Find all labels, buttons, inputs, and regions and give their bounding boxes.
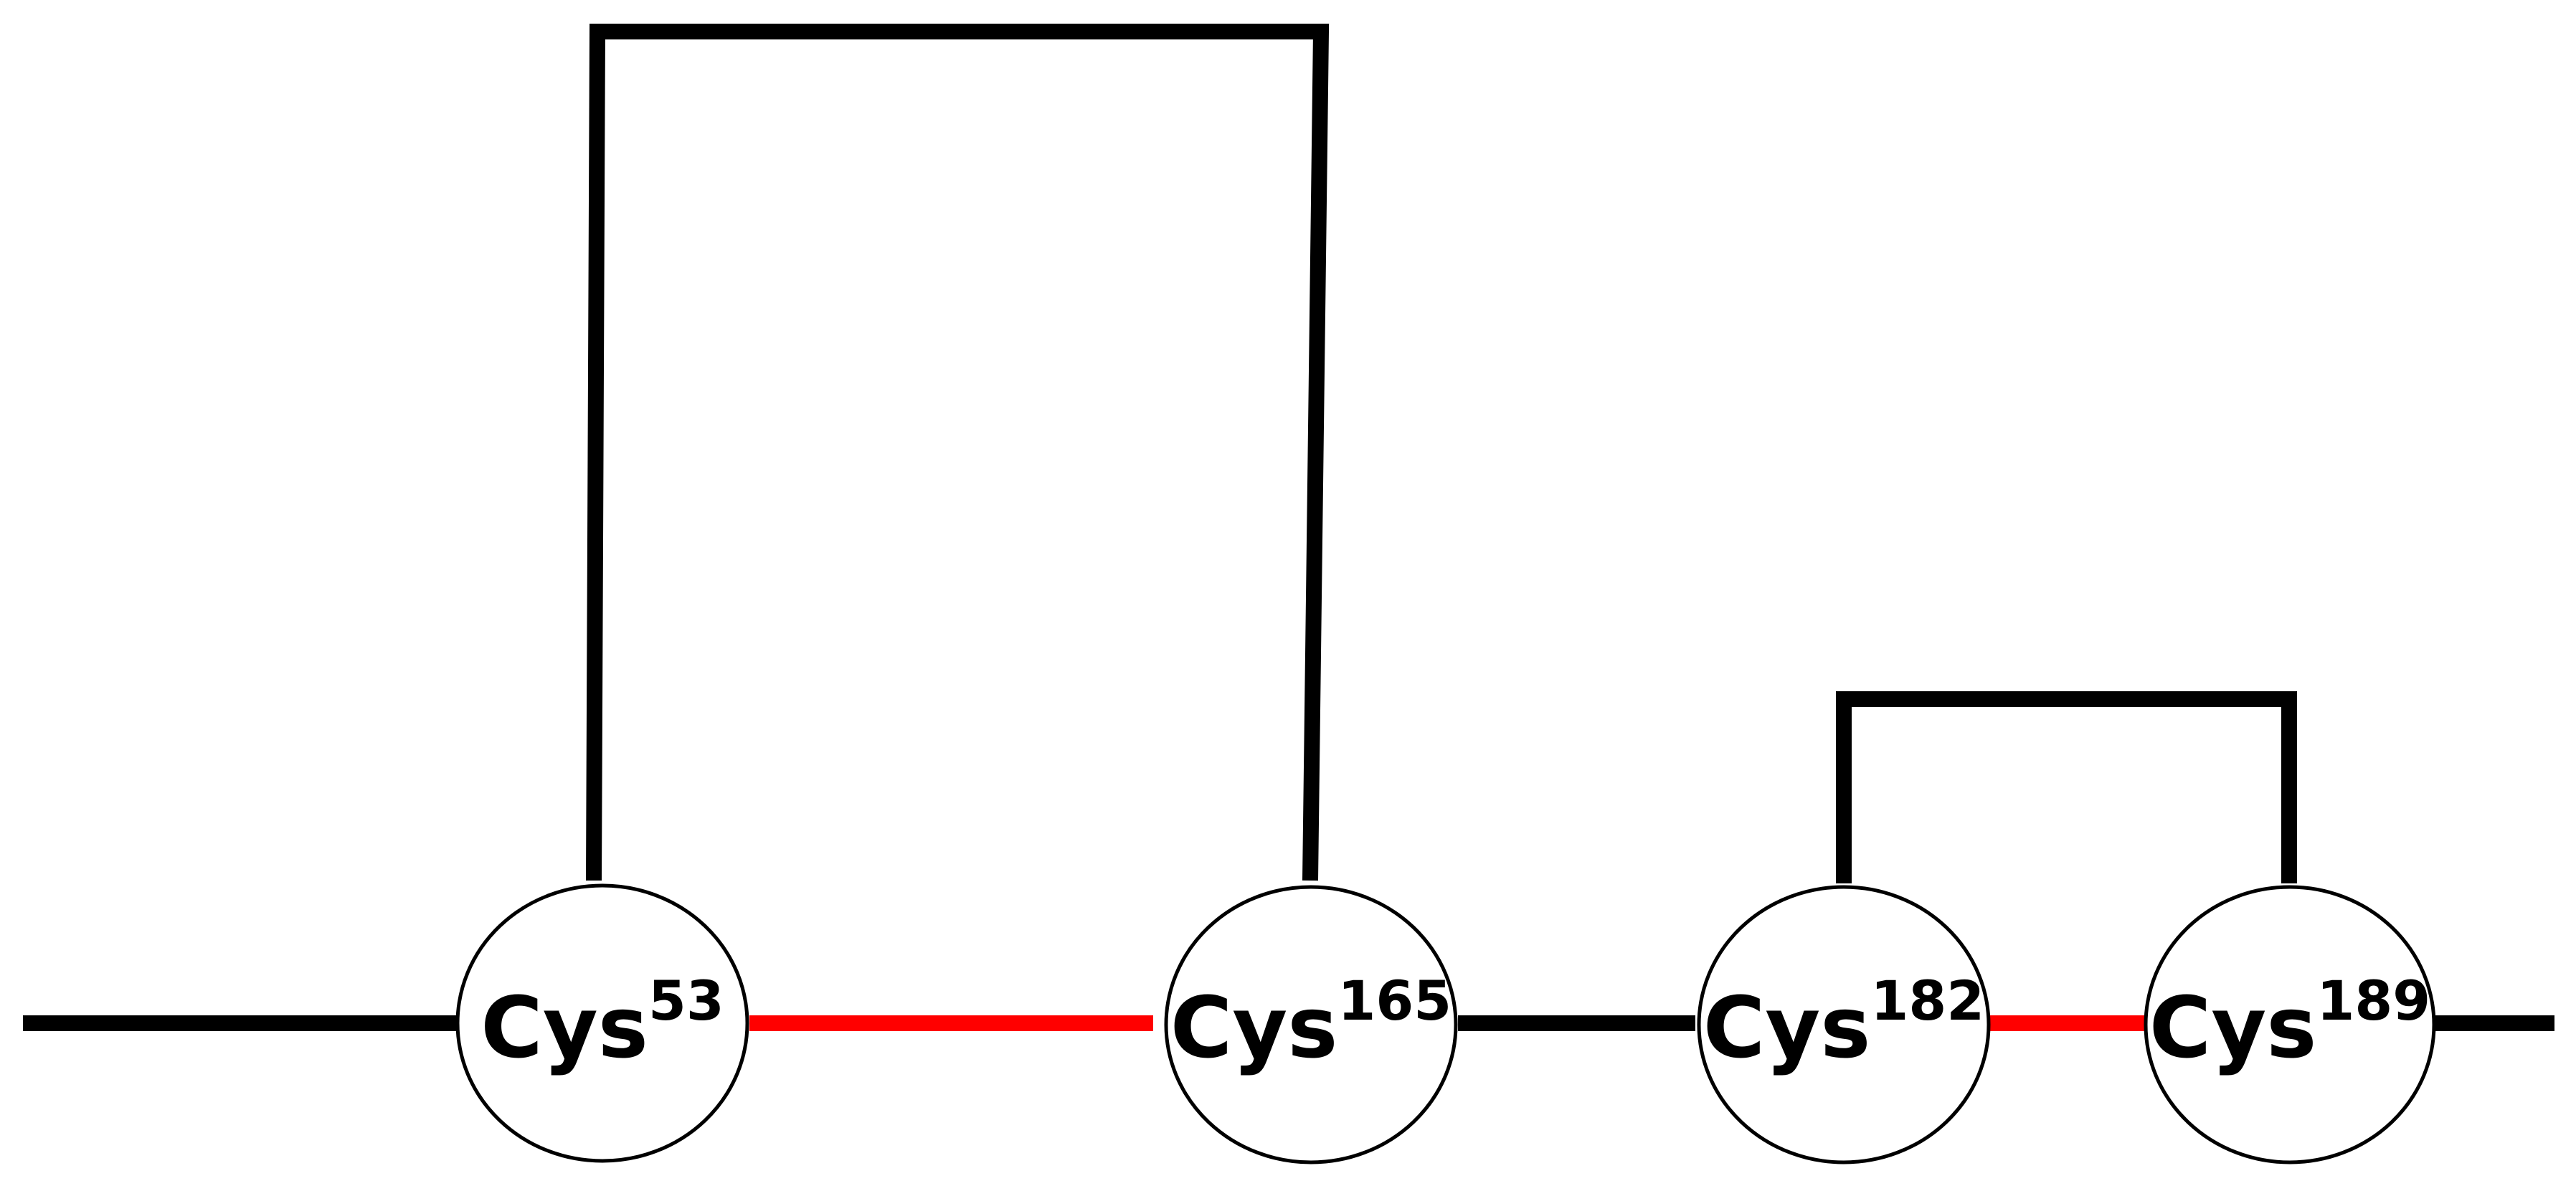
cys53-circle	[455, 883, 749, 1163]
cys182-superscript: 182	[1871, 969, 1985, 1033]
cys53-superscript: 53	[648, 969, 724, 1033]
cys189-superscript: 189	[2317, 969, 2431, 1033]
bridge-cys53-cys165	[586, 24, 1330, 881]
cys165-main-text: Cys	[1170, 978, 1338, 1077]
disulfide-bridges	[586, 24, 2297, 883]
cys165-superscript: 165	[1338, 969, 1452, 1033]
cys53-label: Cys53	[480, 969, 724, 1077]
cysteine-nodes: Cys53 Cys165 Cys182 Cys189	[455, 883, 2436, 1164]
bridge-cys182-cys189	[1836, 691, 2297, 883]
node-cys165: Cys165	[1164, 885, 1458, 1164]
node-cys182: Cys182	[1697, 885, 1991, 1164]
cys189-circle	[2144, 885, 2436, 1164]
cys165-circle	[1164, 885, 1458, 1164]
cys53-main-text: Cys	[480, 978, 648, 1077]
cys182-main-text: Cys	[1703, 978, 1871, 1077]
node-cys53: Cys53	[455, 883, 749, 1163]
cys182-label: Cys182	[1703, 969, 1984, 1077]
cys165-label: Cys165	[1170, 969, 1452, 1077]
cys189-label: Cys189	[2149, 969, 2430, 1077]
cys189-main-text: Cys	[2149, 978, 2317, 1077]
cys182-circle	[1697, 885, 1991, 1164]
node-cys189: Cys189	[2144, 885, 2436, 1164]
